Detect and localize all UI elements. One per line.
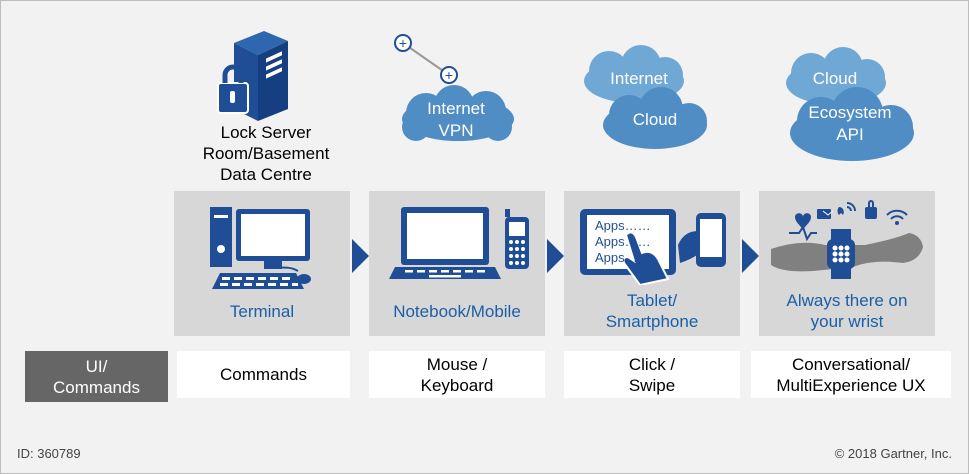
stage-terminal: Terminal [174,191,350,336]
internet-vpn-label: Internet VPN [427,99,485,140]
command-click-swipe: Click / Swipe [564,351,740,398]
figure-id: ID: 360789 [17,446,81,461]
stage-tablet-smartphone: Apps…… Apps…… Apps…… Tablet/ Smartphone [564,191,740,336]
stage-wrist: Always there on your wrist [759,191,935,336]
command-commands: Commands [177,351,350,398]
smartwatch-wrist-icon [771,200,923,279]
arrow-right-icon [352,239,369,273]
server-label: Lock Server Room/Basement Data Centre [202,123,330,184]
laptop-mobile-icon [389,207,529,279]
desktop-computer-icon [210,207,311,289]
internet-cloud-label: Internet [610,69,668,88]
stage-tablet-smartphone-label: Tablet/ Smartphone [605,291,699,331]
locked-server-icon [217,31,288,121]
vpn-link-icon: + + [394,34,458,84]
command-conversational: Conversational/ MultiExperience UX [751,351,951,398]
ecosystem-api-label: Ecosystem API [808,103,892,144]
copyright: © 2018 Gartner, Inc. [834,446,952,461]
stage-wrist-label: Always there on your wrist [786,291,908,331]
stage-terminal-label: Terminal [229,302,295,321]
arrow-right-icon [742,239,759,273]
stage-notebook-mobile: Notebook/Mobile [369,191,545,336]
command-mouse-keyboard: Mouse / Keyboard [369,351,545,398]
ecosystem-api-cloud [790,87,914,161]
apps-list: Apps…… Apps…… Apps…… [595,218,651,265]
arrow-right-icon [547,239,564,273]
cloud-top-label: Cloud [812,69,858,88]
cloud-label: Cloud [632,110,678,129]
cloud-cloud [603,87,707,149]
svg-text:+: + [399,35,407,51]
stage-notebook-mobile-label: Notebook/Mobile [393,302,521,321]
tablet-smartphone-icon [580,209,726,285]
ui-commands-header: UI/ Commands [25,351,168,402]
internet-vpn-cloud [402,85,514,141]
svg-text:+: + [445,67,453,83]
